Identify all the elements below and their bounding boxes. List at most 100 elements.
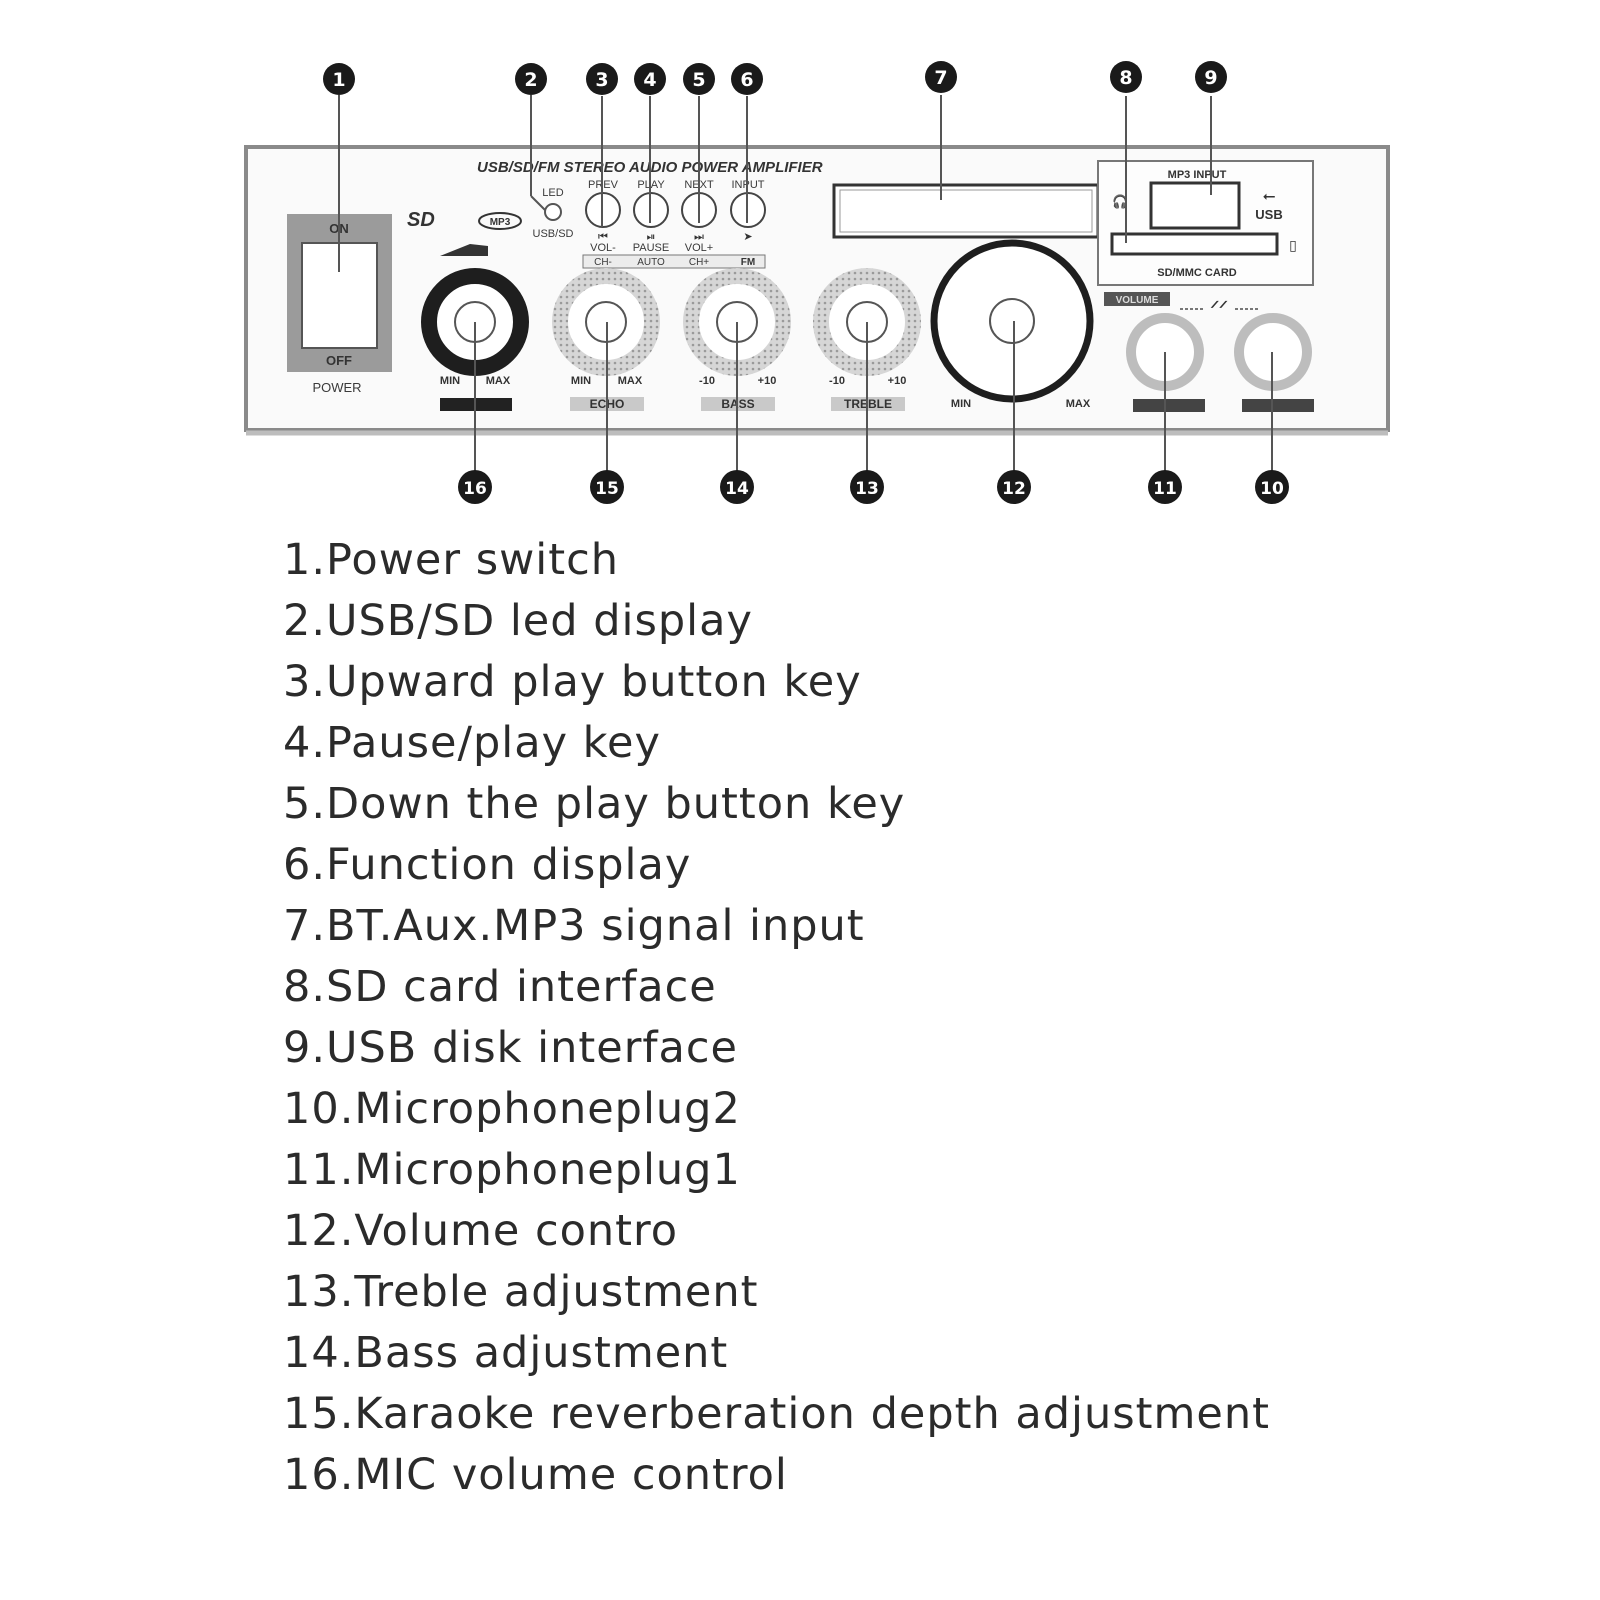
mic-min-label: MIN — [440, 375, 460, 387]
legend-list: 1.Power switch 2.USB/SD led display 3.Up… — [283, 530, 1363, 1506]
mp3-logo: MP3 — [478, 212, 522, 230]
callout-12: 12 — [997, 470, 1031, 504]
callout-11: 11 — [1148, 470, 1182, 504]
input-icon: ➤ — [743, 230, 752, 243]
mic-2-label-plate — [1242, 399, 1314, 412]
fm-label: FM — [741, 257, 755, 268]
svg-text:14: 14 — [725, 479, 749, 499]
legend-item: 9.USB disk interface — [283, 1023, 738, 1073]
callout-6: 6 — [731, 63, 763, 95]
front-panel: USB/SD/FM STEREO AUDIO POWER AMPLIFIER O… — [244, 145, 1390, 436]
legend-item: 13.Treble adjustment — [283, 1267, 759, 1317]
svg-text:10: 10 — [1260, 479, 1284, 499]
svg-text:MP3: MP3 — [490, 217, 511, 228]
next-icon: ⏭ — [694, 230, 704, 243]
legend-item: 8.SD card interface — [283, 962, 717, 1012]
svg-text:6: 6 — [740, 69, 753, 91]
audio-jack-icon: 🎧 — [1112, 194, 1128, 210]
prev-icon: ⏮ — [598, 230, 608, 243]
treble-plus-label: +10 — [888, 375, 907, 387]
mic-icon: 𝄍𝄍 — [1210, 295, 1228, 316]
callout-9: 9 — [1195, 61, 1227, 93]
callout-13: 13 — [850, 470, 884, 504]
mode-strip — [582, 254, 766, 269]
bass-minus-label: -10 — [699, 375, 715, 387]
play-pause-icon: ⏯ — [647, 230, 656, 243]
svg-text:2: 2 — [524, 69, 537, 91]
svg-text:7: 7 — [934, 67, 947, 89]
power-label: POWER — [312, 380, 361, 395]
auto-label: AUTO — [637, 257, 665, 268]
media-input-box: MP3 INPUT 🎧 ⭠ USB ▯ SD/MMC CARD — [1097, 160, 1314, 286]
callout-7: 7 — [925, 61, 957, 93]
input-label: INPUT — [732, 179, 765, 191]
callout-3: 3 — [586, 63, 618, 95]
legend-item: 7.BT.Aux.MP3 signal input — [283, 901, 865, 951]
sd-logo: SD — [407, 209, 435, 231]
pause-label: PAUSE — [633, 242, 669, 254]
treble-minus-label: -10 — [829, 375, 845, 387]
svg-text:11: 11 — [1153, 479, 1177, 499]
usb-label: USB — [1255, 207, 1282, 222]
legend-item: 14.Bass adjustment — [283, 1328, 729, 1378]
play-label: PLAY — [637, 179, 665, 191]
volume-tag — [1104, 292, 1170, 306]
volume-min-label: MIN — [951, 398, 971, 410]
callout-14: 14 — [720, 470, 754, 504]
usb-sd-label: USB/SD — [533, 228, 574, 240]
legend-item: 4.Pause/play key — [283, 718, 661, 768]
mp3-input-jack[interactable] — [1149, 181, 1241, 230]
usb-icon: ⭠ — [1263, 186, 1276, 205]
ch-plus-label: CH+ — [689, 257, 709, 268]
callout-4: 4 — [634, 63, 666, 95]
sd-card-icon: ▯ — [1289, 238, 1297, 254]
svg-text:4: 4 — [643, 69, 656, 91]
legend-item: 15.Karaoke reverberation depth adjustmen… — [283, 1389, 1270, 1439]
volume-max-label: MAX — [1066, 398, 1091, 410]
bass-plus-label: +10 — [758, 375, 777, 387]
legend-item: 1.Power switch — [283, 535, 619, 585]
callout-2: 2 — [515, 63, 547, 95]
callout-15: 15 — [590, 470, 624, 504]
svg-text:5: 5 — [692, 69, 705, 91]
callout-markers: 1 2 3 4 5 6 7 8 9 10 11 12 13 14 15 16 — [323, 61, 1289, 504]
usb-sd-led — [544, 203, 562, 221]
function-display — [832, 183, 1100, 239]
legend-item: 12.Volume contro — [283, 1206, 679, 1256]
mic-max-label: MAX — [486, 375, 511, 387]
svg-text:9: 9 — [1204, 67, 1217, 89]
volume-tag-label: VOLUME — [1116, 295, 1159, 306]
led-label: LED — [542, 187, 563, 199]
svg-text:1: 1 — [332, 69, 345, 91]
svg-text:12: 12 — [1002, 479, 1026, 499]
function-display-inner — [839, 189, 1093, 233]
callout-lines — [338, 95, 1273, 472]
echo-min-label: MIN — [571, 375, 591, 387]
vol-plus-label: VOL+ — [685, 242, 713, 254]
legend-item: 2.USB/SD led display — [283, 596, 753, 646]
sd-card-slot[interactable] — [1110, 232, 1279, 256]
mic-plug-icon — [440, 244, 488, 256]
mp3-input-label: MP3 INPUT — [1168, 169, 1227, 181]
svg-text:15: 15 — [595, 479, 619, 499]
legend-item: 10.Microphoneplug2 — [283, 1084, 741, 1134]
prev-label: PREV — [588, 179, 619, 191]
legend-item: 3.Upward play button key — [283, 657, 862, 707]
legend-item: 6.Function display — [283, 840, 692, 890]
sd-mmc-label: SD/MMC CARD — [1157, 267, 1236, 279]
legend-item: 11.Microphoneplug1 — [283, 1145, 741, 1195]
vol-minus-label: VOL- — [590, 242, 616, 254]
callout-10: 10 — [1255, 470, 1289, 504]
echo-max-label: MAX — [618, 375, 643, 387]
legend-item: 5.Down the play button key — [283, 779, 906, 829]
ch-minus-label: CH- — [594, 257, 612, 268]
mic-1-label-plate — [1133, 399, 1205, 412]
legend-item: 16.MIC volume control — [283, 1450, 788, 1500]
svg-text:8: 8 — [1119, 67, 1132, 89]
callout-8: 8 — [1110, 61, 1142, 93]
power-off-label: OFF — [326, 353, 352, 368]
svg-text:3: 3 — [595, 69, 608, 91]
svg-text:13: 13 — [855, 479, 879, 499]
volume-knob-cap — [989, 298, 1035, 344]
